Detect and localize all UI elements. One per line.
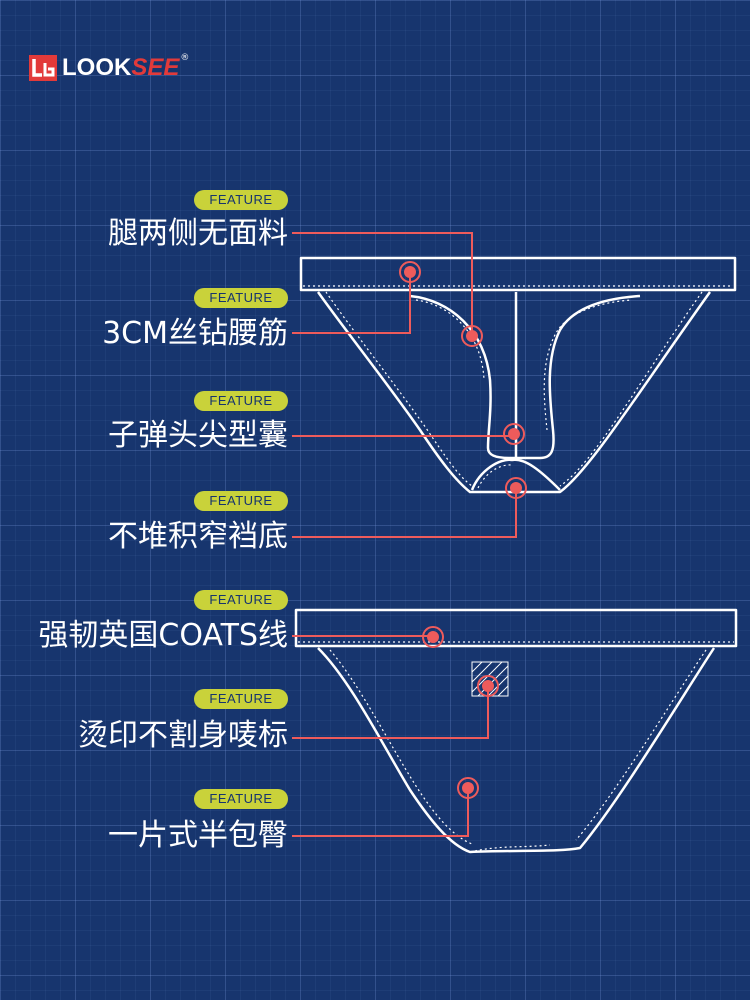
front-body-outline (316, 291, 712, 494)
marker-6 (477, 675, 499, 697)
callout-line-4 (292, 488, 517, 538)
brand-name-white: LOOK (62, 54, 132, 81)
feature-label: 强韧英国COATS线 (38, 618, 288, 653)
marker-7 (457, 777, 479, 799)
feature-label: 一片式半包臀 (108, 818, 288, 853)
feature-badge: FEATURE (194, 590, 288, 610)
brand-name-red: SEE (131, 54, 180, 81)
marker-3 (503, 423, 525, 445)
feature-label: 腿两侧无面料 (108, 216, 288, 251)
front-waistband (299, 256, 737, 292)
feature-badge: FEATURE (194, 288, 288, 308)
feature-label: 不堆积窄裆底 (108, 519, 288, 554)
feature-badge: FEATURE (194, 491, 288, 511)
feature-badge: FEATURE (194, 391, 288, 411)
brand-name: LOOKSEE (62, 54, 179, 82)
registered-mark: ® (180, 53, 190, 63)
feature-label: 子弹头尖型囊 (108, 418, 288, 453)
marker-1 (461, 325, 483, 347)
callout-line-7 (292, 788, 469, 837)
marker-4 (505, 477, 527, 499)
marker-group (399, 261, 527, 799)
front-crotch (470, 458, 561, 491)
feature-label: 烫印不割身唛标 (78, 718, 288, 753)
back-body-outline (317, 647, 716, 854)
marker-5 (422, 626, 444, 648)
brand-logo-mark (29, 55, 57, 81)
callout-line-6 (292, 686, 489, 739)
feature-badge: FEATURE (194, 190, 288, 210)
brand-logo: LOOKSEE ® (28, 52, 189, 84)
callout-line-2 (292, 272, 411, 334)
marker-2 (399, 261, 421, 283)
feature-badge: FEATURE (194, 689, 288, 709)
callout-line-1 (292, 232, 473, 336)
feature-badge: FEATURE (194, 789, 288, 809)
feature-label: 3CM丝钻腰筋 (102, 316, 288, 351)
front-pouch (409, 294, 641, 460)
back-waistband (294, 608, 738, 648)
